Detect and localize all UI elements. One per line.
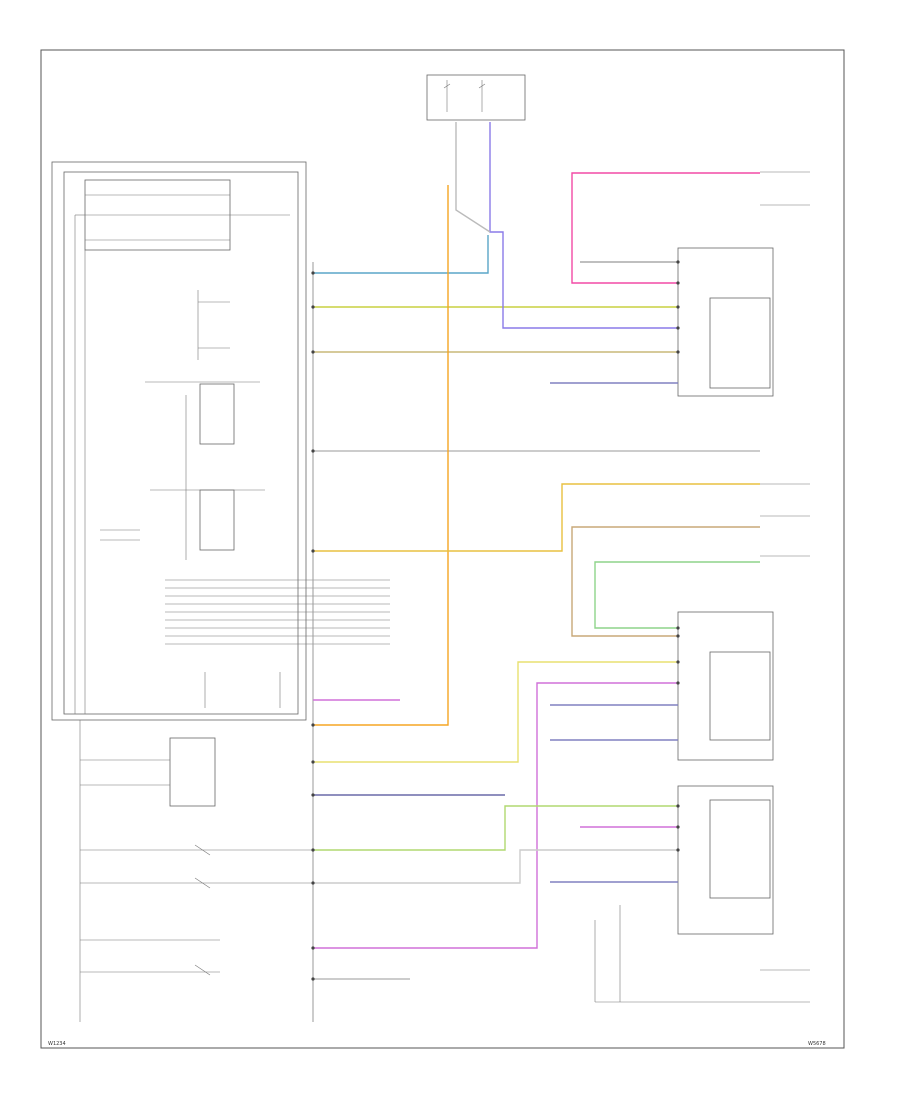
wire-brown-tan — [571, 526, 760, 637]
wire-green-lower — [313, 805, 678, 851]
right-rear-door-window-switch — [677, 785, 774, 935]
diagram-frame — [40, 49, 845, 1049]
wire-yellow — [313, 661, 678, 763]
wire-green — [594, 561, 760, 629]
wire-blue — [313, 235, 489, 274]
wire-pink — [571, 172, 760, 284]
wire-violet — [489, 122, 678, 329]
corner-code-right: W5678 — [808, 1041, 826, 1047]
left-lower-contacts — [80, 844, 313, 976]
driver-door-switch-module — [51, 161, 390, 721]
left-rear-door-window-switch — [677, 611, 774, 761]
corner-code-left: W1234 — [48, 1041, 66, 1047]
right-edge-contacts — [594, 171, 810, 1003]
fuse-box — [426, 74, 526, 121]
passenger-door-window-switch — [677, 247, 774, 397]
wire-blue-violet-lower — [550, 382, 678, 883]
left-rear-window-switch — [80, 737, 216, 807]
connector-pins — [311, 260, 680, 981]
wire-orange — [313, 185, 449, 726]
wire-gray-lower — [313, 849, 678, 980]
wire-yellow-orange — [313, 483, 760, 552]
wire-gray-upper — [313, 122, 760, 452]
wire-magenta — [313, 682, 678, 949]
